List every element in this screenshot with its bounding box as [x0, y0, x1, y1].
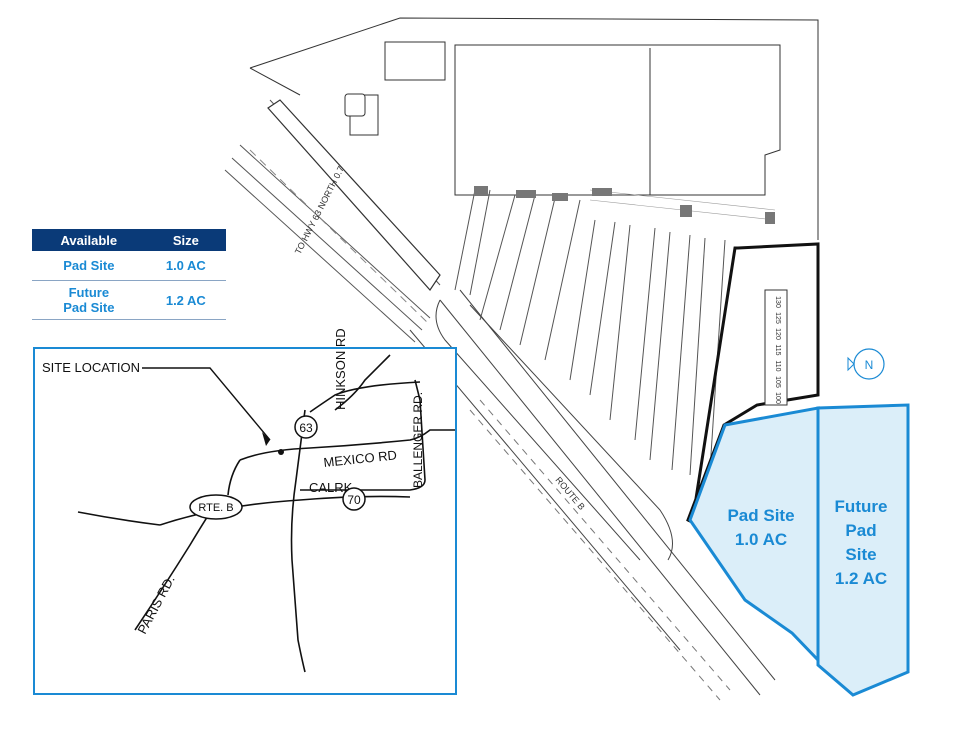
- svg-text:120: 120: [774, 328, 781, 340]
- future-pad-label-2: Pad: [845, 521, 876, 540]
- future-pad-label-3: Site: [845, 545, 876, 564]
- svg-text:110: 110: [774, 360, 781, 371]
- svg-text:125: 125: [774, 312, 781, 324]
- svg-text:N: N: [865, 358, 874, 372]
- future-pad-site-area: [816, 403, 910, 697]
- ballenger-road: [300, 379, 426, 491]
- hinkson-label: HINKSON RD: [333, 328, 348, 410]
- future-pad-label-1: Future: [835, 497, 888, 516]
- svg-text:100: 100: [774, 392, 781, 404]
- route-63-road: [290, 409, 306, 673]
- small-building: [384, 41, 446, 81]
- anchor-building: [454, 44, 781, 196]
- site-location-label: SITE LOCATION: [42, 360, 140, 375]
- svg-text:RTE. B: RTE. B: [198, 502, 233, 514]
- svg-text:130: 130: [774, 296, 781, 308]
- table-row: Pad Site 1.0 AC: [32, 251, 226, 281]
- parking-rows: [454, 189, 726, 476]
- calrk-label: CALRK: [309, 480, 353, 495]
- pad-name: Pad Site: [32, 251, 146, 281]
- north-arrow-icon: N: [847, 348, 885, 380]
- stall-numbers: 130 125 120 115 110 105 100: [764, 289, 788, 406]
- pad-site-size: 1.0 AC: [735, 530, 787, 549]
- pad-size: 1.0 AC: [145, 251, 226, 281]
- route-63-shield-icon: [294, 415, 318, 439]
- location-inset-map: SITE LOCATION HINKSON RD BALLENGER RD. M…: [33, 328, 457, 695]
- route-70-shield-icon: [342, 487, 366, 511]
- mexico-road: [239, 429, 455, 461]
- svg-text:115: 115: [774, 344, 781, 355]
- svg-text:63: 63: [299, 421, 313, 435]
- header-available: Available: [32, 229, 146, 251]
- hatched-islands: [474, 186, 775, 224]
- pad-site-label: Pad Site: [727, 506, 794, 525]
- future-pad-size: 1.2 AC: [835, 569, 887, 588]
- ballenger-label: BALLENGER RD.: [411, 392, 425, 488]
- header-size: Size: [145, 229, 226, 251]
- svg-text:70: 70: [347, 493, 361, 507]
- highway-label: TO HWY 63 NORTH 0.7: [293, 164, 346, 255]
- property-line-west: [249, 67, 301, 96]
- svg-text:105: 105: [774, 376, 781, 388]
- rte-b-shield-icon: [189, 494, 243, 520]
- pad-size: 1.2 AC: [145, 280, 226, 320]
- property-line: [249, 17, 819, 240]
